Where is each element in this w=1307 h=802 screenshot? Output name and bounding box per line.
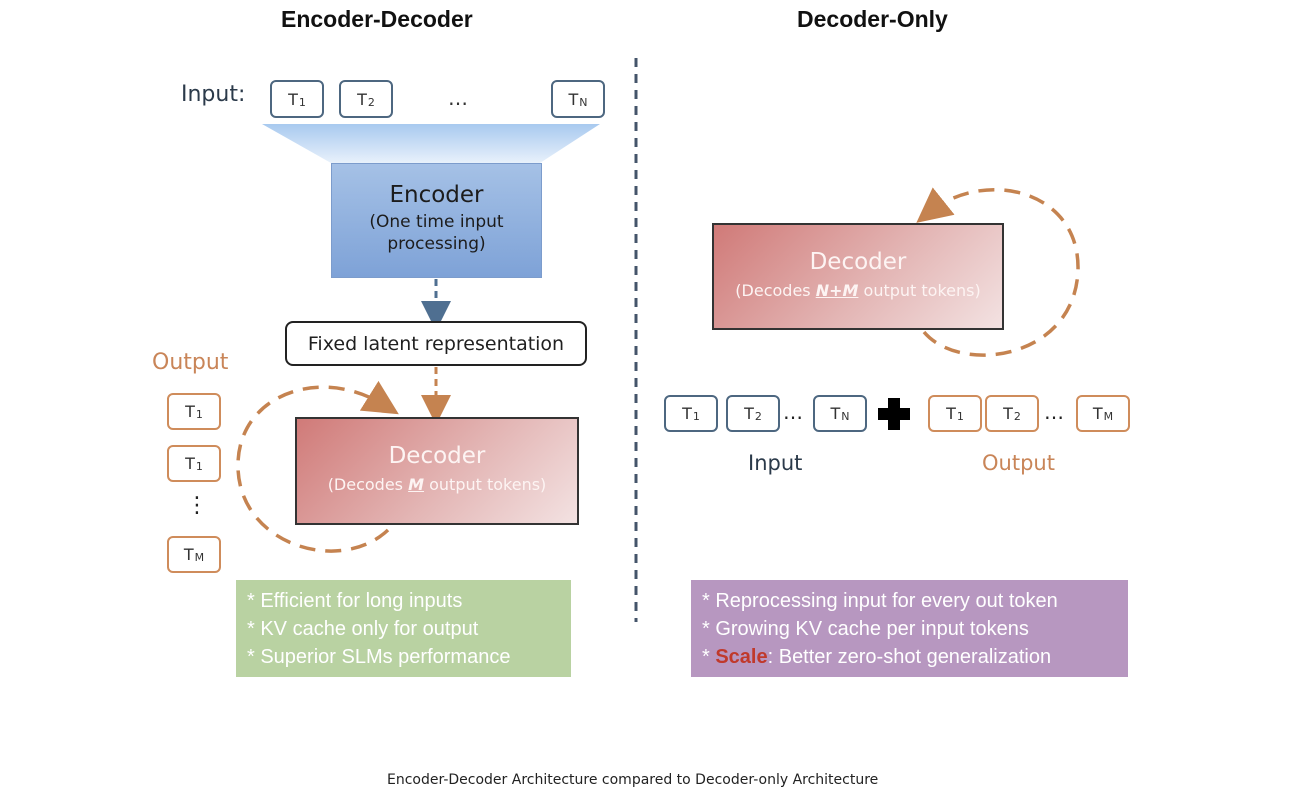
- token-text: T: [946, 404, 956, 423]
- note-line: * Reprocessing input for every out token: [702, 587, 1128, 615]
- decoder-sub-pre: (Decodes: [327, 475, 409, 494]
- decoder-title: Decoder: [388, 443, 486, 469]
- decoder-subtitle: (Decodes N+M output tokens): [714, 281, 1002, 300]
- decoder-only-title: Decoder-Only: [797, 6, 948, 32]
- token-text: T: [357, 89, 367, 109]
- decoder-sub-post: output tokens): [424, 475, 547, 494]
- decoder-sub-em: M: [408, 475, 425, 494]
- note-prefix: *: [702, 590, 716, 612]
- note-prefix: *: [702, 618, 716, 640]
- encoder-title: Encoder: [389, 182, 484, 208]
- encoder-subtitle-1: (One time input: [369, 212, 504, 232]
- note-text: Growing KV cache per input tokens: [715, 618, 1029, 640]
- decoder-sub-pre: (Decodes: [735, 281, 816, 300]
- token-subscript: 2: [754, 410, 762, 423]
- decoder-only-notes: * Reprocessing input for every out token…: [691, 580, 1128, 677]
- token-subscript: M: [194, 551, 205, 564]
- right-input-ellipsis: …: [783, 400, 803, 424]
- token-text: T: [185, 454, 195, 473]
- encoder-box: Encoder (One time input processing): [331, 163, 542, 278]
- token-subscript: N: [841, 410, 850, 423]
- note-text: : Better zero-shot generalization: [767, 646, 1052, 668]
- token-text: T: [185, 402, 195, 421]
- decoder-title: Decoder: [809, 249, 907, 275]
- note-highlight: Scale: [715, 646, 768, 668]
- token-subscript: M: [1103, 410, 1114, 423]
- decoder-sub-em: N+M: [815, 281, 859, 300]
- right-input-label: Input: [748, 451, 803, 475]
- encoder-subtitle-2: processing): [387, 234, 486, 254]
- token-text: T: [830, 404, 841, 423]
- note-line: * Superior SLMs performance: [247, 646, 511, 668]
- token-subscript: 1: [956, 410, 964, 423]
- output-vertical-ellipsis: ⋮: [186, 493, 208, 518]
- note-line: * Efficient for long inputs: [247, 590, 463, 612]
- token-subscript: 1: [195, 408, 203, 421]
- input-label: Input:: [181, 82, 246, 107]
- note-prefix: *: [702, 646, 716, 668]
- note-line: * Growing KV cache per input tokens: [702, 615, 1128, 643]
- note-text: Reprocessing input for every out token: [715, 590, 1058, 612]
- token-text: T: [682, 404, 692, 423]
- note-line: * KV cache only for output: [247, 618, 479, 640]
- token-text: T: [183, 545, 194, 564]
- token-subscript: N: [579, 95, 588, 109]
- decoder-sub-post: output tokens): [858, 281, 981, 300]
- token-subscript: 2: [1013, 410, 1021, 423]
- token-text: T: [1003, 404, 1013, 423]
- plus-icon: [878, 398, 910, 430]
- token-subscript: 1: [298, 95, 306, 109]
- figure-caption: Encoder-Decoder Architecture compared to…: [387, 772, 879, 788]
- input-ellipsis: …: [448, 86, 468, 110]
- decoder-box-left: Decoder (Decodes M output tokens): [295, 417, 579, 525]
- token-text: T: [568, 89, 579, 109]
- section-divider: [634, 58, 638, 622]
- token-text: T: [1092, 404, 1103, 423]
- right-output-ellipsis: …: [1044, 400, 1064, 424]
- fixed-latent-label: Fixed latent representation: [307, 332, 565, 355]
- note-line: * Scale: Better zero-shot generalization: [702, 643, 1128, 671]
- output-label-left: Output: [152, 350, 229, 375]
- token-subscript: 2: [367, 95, 375, 109]
- decoder-box-right: Decoder (Decodes N+M output tokens): [712, 223, 1004, 330]
- encoder-decoder-notes: * Efficient for long inputs * KV cache o…: [236, 580, 571, 677]
- token-text: T: [288, 89, 298, 109]
- token-subscript: 1: [692, 410, 700, 423]
- token-subscript: 1: [195, 460, 203, 473]
- encoder-decoder-title: Encoder-Decoder: [281, 6, 473, 32]
- right-output-label: Output: [982, 451, 1055, 475]
- token-text: T: [744, 404, 754, 423]
- fixed-latent-box: Fixed latent representation: [285, 321, 587, 366]
- decoder-subtitle: (Decodes M output tokens): [297, 475, 577, 494]
